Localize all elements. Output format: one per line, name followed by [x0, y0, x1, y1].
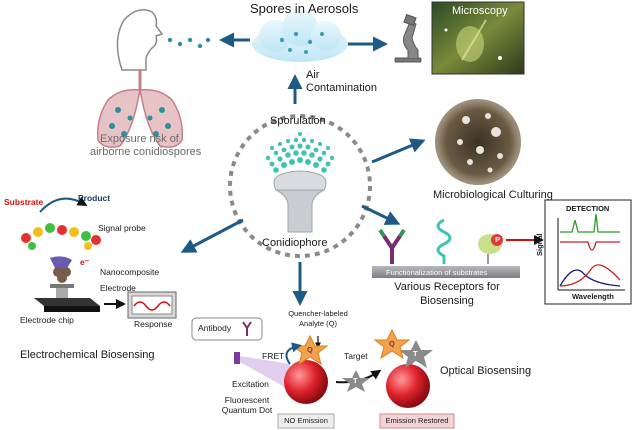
culturing-label: Microbiological Culturing	[433, 189, 553, 201]
signal-probe-cluster	[21, 223, 101, 250]
electrode-label: Electrode	[100, 283, 136, 293]
quencher-label-line1: Quencher-labeled	[288, 309, 348, 318]
conidiophore-label: Conidiophore	[262, 237, 328, 249]
quantum-dot-right	[386, 364, 430, 408]
flow-arrows	[180, 32, 426, 306]
detection-title: DETECTION	[566, 204, 610, 213]
p-badge-label: P	[495, 235, 501, 244]
substrate-label: Substrate	[4, 197, 44, 207]
receptors-title-line2: Biosensing	[420, 295, 474, 307]
air-label-line1: Air	[306, 69, 320, 81]
detection-panel	[544, 199, 632, 305]
nanocomposite	[53, 267, 71, 283]
microscope-icon	[394, 13, 422, 63]
electron-label: e⁻	[80, 257, 90, 267]
detection-ylabel: Signal	[535, 233, 544, 256]
response-label: Response	[134, 319, 173, 329]
aerosol-title: Spores in Aerosols	[250, 1, 359, 16]
microscopy-image	[431, 1, 525, 75]
no-emission-label: NO Emission	[284, 416, 328, 425]
sporulation-label: Sporulation	[270, 115, 326, 127]
electrochemical-title: Electrochemical Biosensing	[20, 349, 155, 361]
excitation-label: Excitation	[232, 379, 269, 389]
optical-title: Optical Biosensing	[440, 365, 532, 377]
air-label-line2: Contamination	[306, 82, 377, 94]
antibody-label: Antibody	[198, 323, 232, 333]
exposure-label-line1: Exposure risk of	[100, 133, 179, 145]
quantum-dot-left	[284, 360, 328, 404]
human-respiratory-illustration	[96, 9, 211, 148]
electrode-chip-label: Electrode chip	[20, 315, 74, 325]
receptor-illustrations	[372, 218, 544, 278]
qd-label-line1: Fluorescent	[224, 395, 270, 405]
target-t-right: T	[413, 349, 418, 358]
product-label: Product	[78, 193, 111, 203]
electrode-chip	[34, 298, 100, 312]
aptamer-receptor	[436, 218, 452, 264]
target-label: Target	[344, 351, 368, 361]
spore-label: Spore	[48, 243, 71, 253]
electrochemical-setup	[21, 196, 177, 319]
quencher-label-line2: Analyte (Q)	[299, 319, 337, 328]
quencher-q-right: Q	[389, 339, 395, 348]
qd-label-line2: Quantum Dot	[221, 405, 273, 415]
optical-setup	[191, 317, 455, 429]
fret-label: FRET	[262, 351, 285, 361]
antibody-receptor	[378, 228, 406, 264]
signal-probe-label: Signal probe	[98, 223, 146, 233]
center-sporulation-circle	[228, 114, 372, 258]
aerosol-cloud	[252, 10, 348, 62]
detection-xlabel: Wavelength	[572, 292, 614, 301]
quencher-q-left: Q	[307, 345, 313, 354]
protein-receptor	[478, 234, 503, 264]
target-t-center: T	[353, 376, 358, 385]
spore-cluster	[265, 132, 335, 173]
conidiophore-illustration	[273, 170, 327, 233]
nanocomposite-label: Nanocomposite	[100, 267, 160, 277]
substrate-bar-label: Functionalization of substrates	[386, 268, 488, 277]
response-meter	[127, 291, 177, 319]
microscopy-label: Microscopy	[452, 5, 508, 17]
exposure-label-line2: airborne conidiospores	[90, 146, 202, 158]
emission-restored-label: Emission Restored	[385, 416, 449, 425]
receptors-title-line1: Various Receptors for	[394, 281, 500, 293]
excitation-beam	[234, 352, 290, 390]
petri-dish-image	[435, 99, 521, 185]
